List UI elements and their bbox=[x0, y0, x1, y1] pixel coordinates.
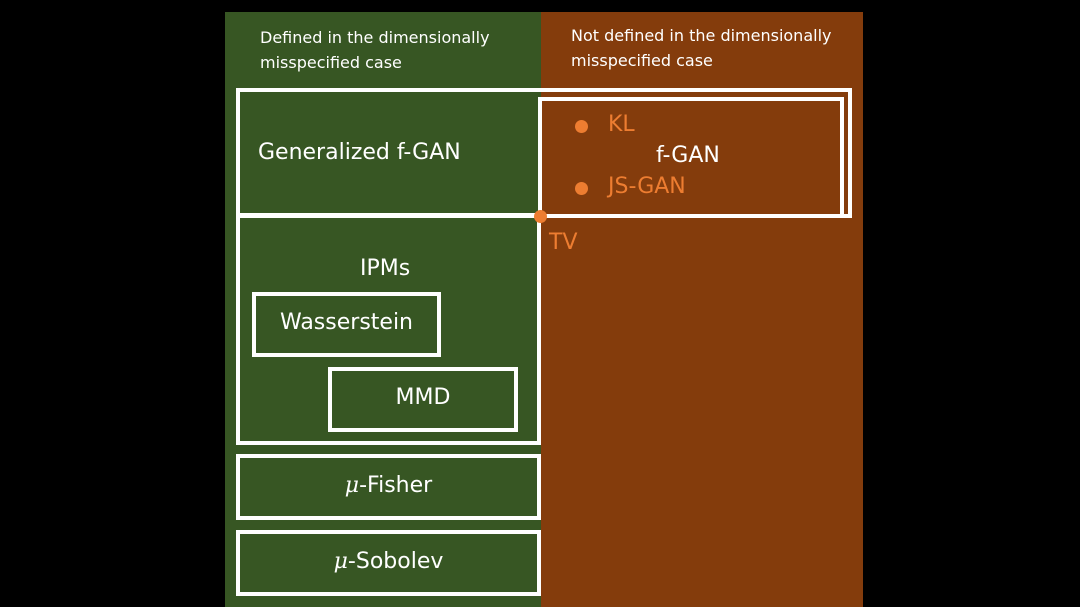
not-defined-region bbox=[541, 12, 863, 607]
kl-label: KL bbox=[608, 112, 635, 137]
mu-symbol: μ bbox=[333, 549, 348, 574]
ipms-label: IPMs bbox=[360, 256, 411, 281]
jsgan-label: JS-GAN bbox=[608, 174, 686, 199]
mmd-box bbox=[328, 367, 518, 432]
sobolev-suffix: -Sobolev bbox=[347, 549, 444, 574]
mu-fisher-box bbox=[236, 454, 541, 520]
mu-symbol: μ bbox=[344, 473, 360, 498]
defined-region bbox=[225, 12, 541, 607]
kl-marker-icon bbox=[575, 120, 588, 133]
wasserstein-box bbox=[252, 292, 441, 357]
mu-sobolev-label: μ-Sobolev bbox=[236, 549, 541, 574]
tv-label: TV bbox=[549, 230, 578, 255]
wasserstein-label: Wasserstein bbox=[279, 310, 413, 335]
fgan-box bbox=[538, 97, 844, 218]
not-defined-header: Not defined in the dimensionally misspec… bbox=[571, 26, 832, 70]
defined-header: Defined in the dimensionally misspecifie… bbox=[260, 28, 490, 72]
mmd-label: MMD bbox=[395, 385, 451, 410]
generalized-fgan-label: Generalized f-GAN bbox=[258, 140, 461, 165]
mu-fisher-label: μ-Fisher bbox=[236, 473, 541, 498]
ipms-box bbox=[236, 213, 541, 445]
mu-sobolev-box bbox=[236, 530, 541, 596]
fgan-label: f-GAN bbox=[656, 143, 720, 168]
fisher-suffix: -Fisher bbox=[359, 473, 433, 498]
tv-marker-icon bbox=[534, 210, 547, 223]
jsgan-marker-icon bbox=[575, 182, 588, 195]
